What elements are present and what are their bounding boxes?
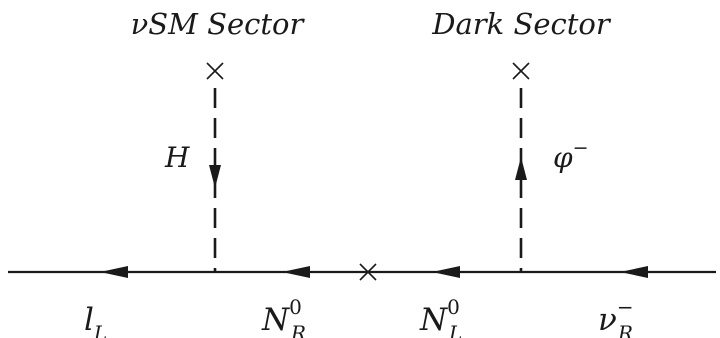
lepton-label: lL	[84, 302, 107, 338]
nu-r-arrow	[620, 266, 648, 278]
phi-label: φ−	[553, 137, 589, 174]
n-l-label-sub: L	[448, 321, 462, 338]
n-r-label-sub: R	[290, 321, 306, 338]
nu-r-label-base: ν	[598, 302, 617, 338]
nu-r-label-sup: −	[617, 295, 634, 319]
phi-label-base: φ	[553, 141, 573, 174]
phi-label-sup: −	[573, 137, 589, 159]
n-l-label-sup: 0	[447, 295, 460, 319]
nu-r-label: ν− R	[598, 295, 634, 338]
nu-r-label-sub: R	[617, 321, 633, 338]
n-l-arrow	[432, 266, 460, 278]
lepton-arrow	[100, 266, 128, 278]
n-l-label-base: N	[419, 302, 449, 338]
higgs-arrow-down	[209, 165, 221, 188]
sector-label-left: νSM Sector	[131, 7, 306, 41]
n-r-arrow	[282, 266, 310, 278]
sector-label-right: Dark Sector	[431, 7, 612, 41]
higgs-label: H	[164, 141, 190, 174]
lepton-label-sub: L	[93, 321, 107, 338]
vev-cross-right	[512, 62, 530, 80]
mass-insertion-cross	[359, 263, 377, 281]
vev-cross-left	[206, 62, 224, 80]
n-r-label-sup: 0	[289, 295, 302, 319]
phi-arrow-up	[515, 157, 527, 180]
n-r-label-base: N	[261, 302, 291, 338]
lepton-label-base: l	[84, 302, 94, 338]
